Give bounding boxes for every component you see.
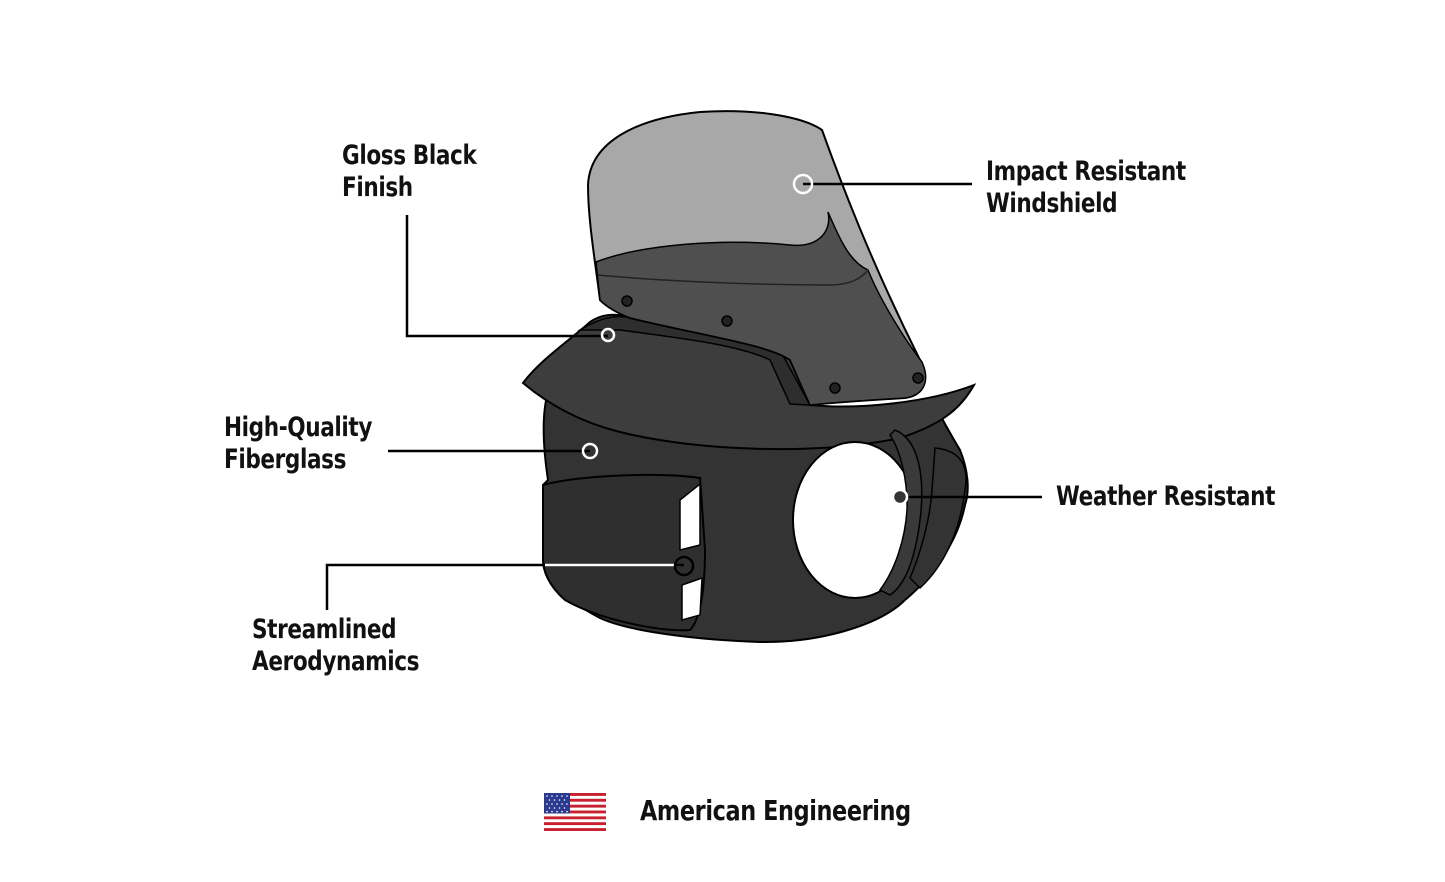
windshield-tint (595, 211, 927, 406)
callout-text: Weather Resistant (1056, 481, 1276, 512)
us-flag-icon (544, 793, 606, 831)
headlight-bezel (878, 429, 923, 596)
bolt (721, 315, 733, 327)
footer-american-engineering: American Engineering (640, 794, 911, 827)
callout-streamlined-aerodynamics: Streamlined Aerodynamics (252, 614, 420, 678)
callout-text: High-Quality (224, 412, 373, 443)
vent-slot (681, 576, 703, 621)
fairing-side-panel (909, 447, 967, 590)
windshield-tint-edge (597, 269, 869, 286)
callout-impact-resistant-windshield: Impact Resistant Windshield (986, 156, 1186, 220)
callout-weather-resistant: Weather Resistant (1056, 481, 1275, 513)
callout-text: Finish (342, 172, 413, 203)
callout-marker-windshield (792, 173, 814, 195)
callout-text: Windshield (986, 188, 1118, 219)
callout-text: Streamlined (252, 614, 397, 645)
callout-marker-gloss (600, 327, 616, 343)
vent-slot (679, 482, 701, 551)
fairing-cowl (521, 313, 977, 451)
bolt (621, 295, 633, 307)
callout-line-gloss (405, 215, 608, 338)
callout-text: Impact Resistant (986, 156, 1186, 187)
callout-text: Aerodynamics (252, 646, 420, 677)
callout-marker-aero (673, 555, 695, 577)
indicator-mark (876, 462, 886, 466)
callout-marker-fiberglass (581, 442, 599, 460)
callout-high-quality-fiberglass: High-Quality Fiberglass (224, 412, 372, 476)
callout-text: Gloss Black (342, 140, 477, 171)
indicator-mark (876, 472, 886, 476)
callout-text: Fiberglass (224, 444, 347, 475)
callout-gloss-black-finish: Gloss Black Finish (342, 140, 477, 204)
vent-left (542, 473, 707, 632)
bolt (829, 382, 841, 394)
callout-marker-weather (891, 488, 909, 506)
bolt (912, 372, 924, 384)
